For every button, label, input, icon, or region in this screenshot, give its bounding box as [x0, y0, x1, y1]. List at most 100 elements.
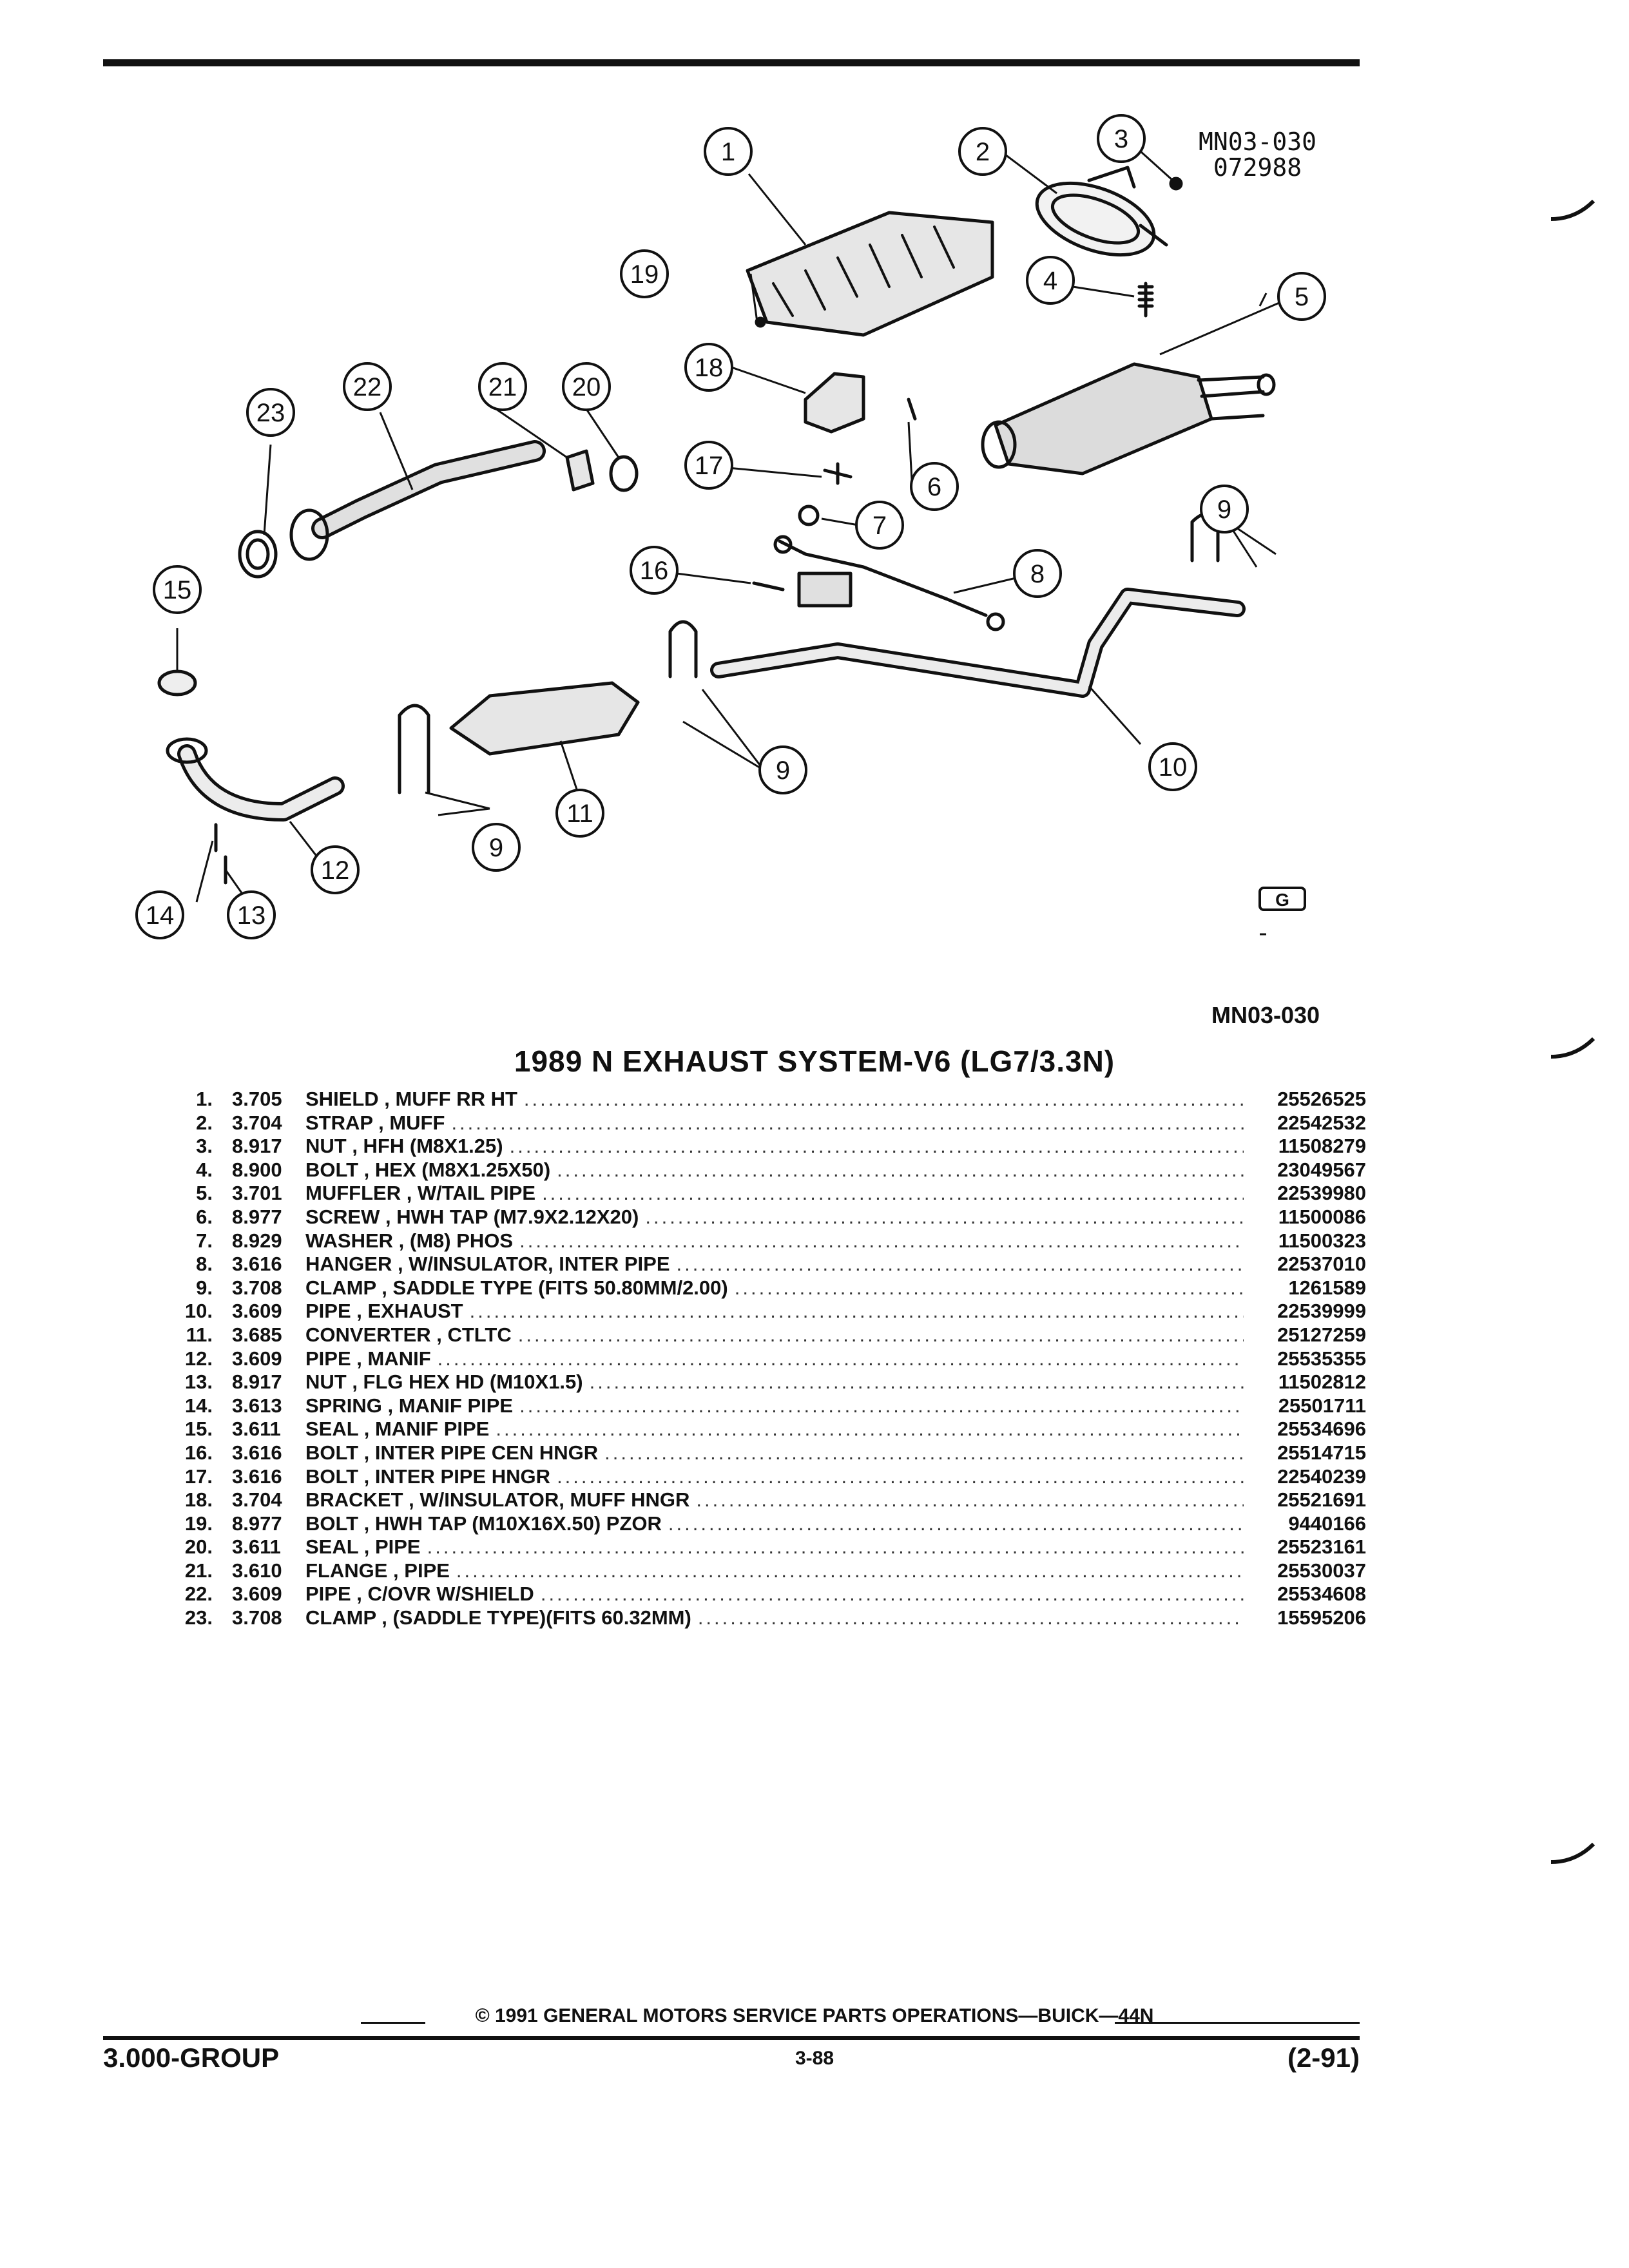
diagram-code-line1: MN03-030: [1199, 128, 1317, 156]
part-group-number: 8.917: [232, 1135, 282, 1158]
part-description: MUFFLER , W/TAIL PIPE: [305, 1182, 536, 1205]
part-index: 7.: [196, 1229, 213, 1252]
callout-20: 20: [572, 373, 601, 401]
dot-leader: [518, 1323, 1244, 1347]
part-number: 25535355: [1277, 1347, 1366, 1370]
dot-leader: [496, 1418, 1244, 1441]
top-rule: [103, 59, 1360, 66]
part-description-cell: BOLT , INTER PIPE CEN HNGR: [303, 1441, 1244, 1465]
part-group-number: 8.977: [232, 1512, 282, 1535]
part-description-cell: WASHER , (M8) PHOS: [303, 1229, 1244, 1253]
gm-logo: G: [1258, 887, 1306, 911]
part-group-number: 8.900: [232, 1158, 282, 1181]
part-description: BOLT , HWH TAP (M10X16X.50) PZOR: [305, 1512, 662, 1535]
part-number: 11508279: [1278, 1135, 1366, 1158]
part-description-cell: MUFFLER , W/TAIL PIPE: [303, 1182, 1244, 1205]
part-description: STRAP , MUFF: [305, 1111, 445, 1134]
part-index: 2.: [196, 1111, 213, 1134]
callout-1: 1: [721, 138, 735, 166]
part-description-cell: STRAP , MUFF: [303, 1111, 1244, 1135]
part-description-cell: BRACKET , W/INSULATOR, MUFF HNGR: [303, 1488, 1244, 1512]
part-index: 19.: [184, 1512, 213, 1535]
part-number: 25523161: [1277, 1535, 1366, 1559]
part-number: 22537010: [1277, 1253, 1366, 1276]
part-description-cell: BOLT , HWH TAP (M10X16X.50) PZOR: [303, 1512, 1244, 1535]
callout-8: 8: [1030, 560, 1045, 588]
callout-22: 22: [353, 373, 382, 401]
part-group-number: 3.616: [232, 1441, 282, 1464]
dot-leader: [696, 1488, 1244, 1512]
part-index: 15.: [184, 1418, 213, 1441]
part-description-cell: PIPE , C/OVR W/SHIELD: [303, 1582, 1244, 1606]
part-number: 15595206: [1277, 1606, 1366, 1629]
diagram-code-line2: 072988: [1213, 153, 1302, 182]
part-description-cell: NUT , FLG HEX HD (M10X1.5): [303, 1370, 1244, 1394]
part-index: 21.: [184, 1559, 213, 1582]
part-group-number: 3.611: [232, 1535, 281, 1559]
margin-mark: [1550, 200, 1595, 221]
margin-mark: [1550, 1037, 1595, 1059]
margin-mark: [1550, 1843, 1595, 1864]
part-number: 25534696: [1277, 1418, 1366, 1441]
diagram-code-top: MN03-030 072988: [1199, 129, 1316, 180]
callout-11: 11: [566, 800, 593, 828]
part-index: 5.: [196, 1182, 213, 1205]
callout-4: 4: [1043, 267, 1057, 295]
part-group-number: 8.977: [232, 1205, 282, 1228]
part-group-number: 3.609: [232, 1582, 282, 1606]
part-description-cell: BOLT , INTER PIPE HNGR: [303, 1465, 1244, 1488]
footer-rule-right: [1115, 2022, 1360, 2024]
part-number: 23049567: [1277, 1158, 1366, 1181]
part-description-cell: SEAL , PIPE: [303, 1535, 1244, 1559]
part-group-number: 3.609: [232, 1300, 282, 1323]
part-description-cell: SHIELD , MUFF RR HT: [303, 1088, 1244, 1111]
part-number: 22539999: [1277, 1300, 1366, 1323]
part-number: 11502812: [1278, 1370, 1366, 1394]
callout-10: 10: [1159, 753, 1188, 782]
converter-part: [449, 681, 640, 756]
dot-leader: [519, 1229, 1244, 1253]
part-group-number: 8.917: [232, 1370, 282, 1394]
part-description-cell: CLAMP , (SADDLE TYPE)(FITS 60.32MM): [303, 1606, 1244, 1629]
part-number: 25514715: [1277, 1441, 1366, 1464]
part-description-cell: FLANGE , PIPE: [303, 1559, 1244, 1582]
part-group-number: 3.616: [232, 1253, 282, 1276]
part-index: 9.: [196, 1276, 213, 1299]
part-description: BOLT , INTER PIPE CEN HNGR: [305, 1441, 599, 1464]
part-description: SHIELD , MUFF RR HT: [305, 1088, 517, 1110]
dot-leader: [590, 1370, 1244, 1394]
part-description: NUT , FLG HEX HD (M10X1.5): [305, 1370, 583, 1394]
callout-15: 15: [163, 576, 192, 604]
dot-leader: [438, 1347, 1244, 1370]
callout-17: 17: [695, 452, 724, 480]
part-group-number: 3.685: [232, 1323, 282, 1346]
dot-leader: [557, 1465, 1244, 1488]
part-number: 9440166: [1288, 1512, 1366, 1535]
dot-leader: [677, 1253, 1244, 1276]
part-index: 18.: [184, 1488, 213, 1512]
part-index: 14.: [184, 1394, 213, 1417]
part-description: PIPE , MANIF: [305, 1347, 431, 1370]
part-description-cell: NUT , HFH (M8X1.25): [303, 1135, 1244, 1158]
part-group-number: 3.704: [232, 1111, 282, 1134]
callout-5: 5: [1295, 283, 1309, 311]
part-description-cell: PIPE , MANIF: [303, 1347, 1244, 1370]
callout-9b: 9: [776, 756, 790, 785]
part-number: 25127259: [1277, 1323, 1366, 1346]
part-index: 22.: [184, 1582, 213, 1606]
footer-group: 3.000-GROUP: [103, 2042, 280, 2073]
part-index: 10.: [184, 1300, 213, 1323]
callout-23: 23: [256, 399, 285, 427]
footer-bottom-rule: [103, 2036, 1360, 2040]
part-description: HANGER , W/INSULATOR, INTER PIPE: [305, 1253, 670, 1276]
part-description-cell: HANGER , W/INSULATOR, INTER PIPE: [303, 1253, 1244, 1276]
